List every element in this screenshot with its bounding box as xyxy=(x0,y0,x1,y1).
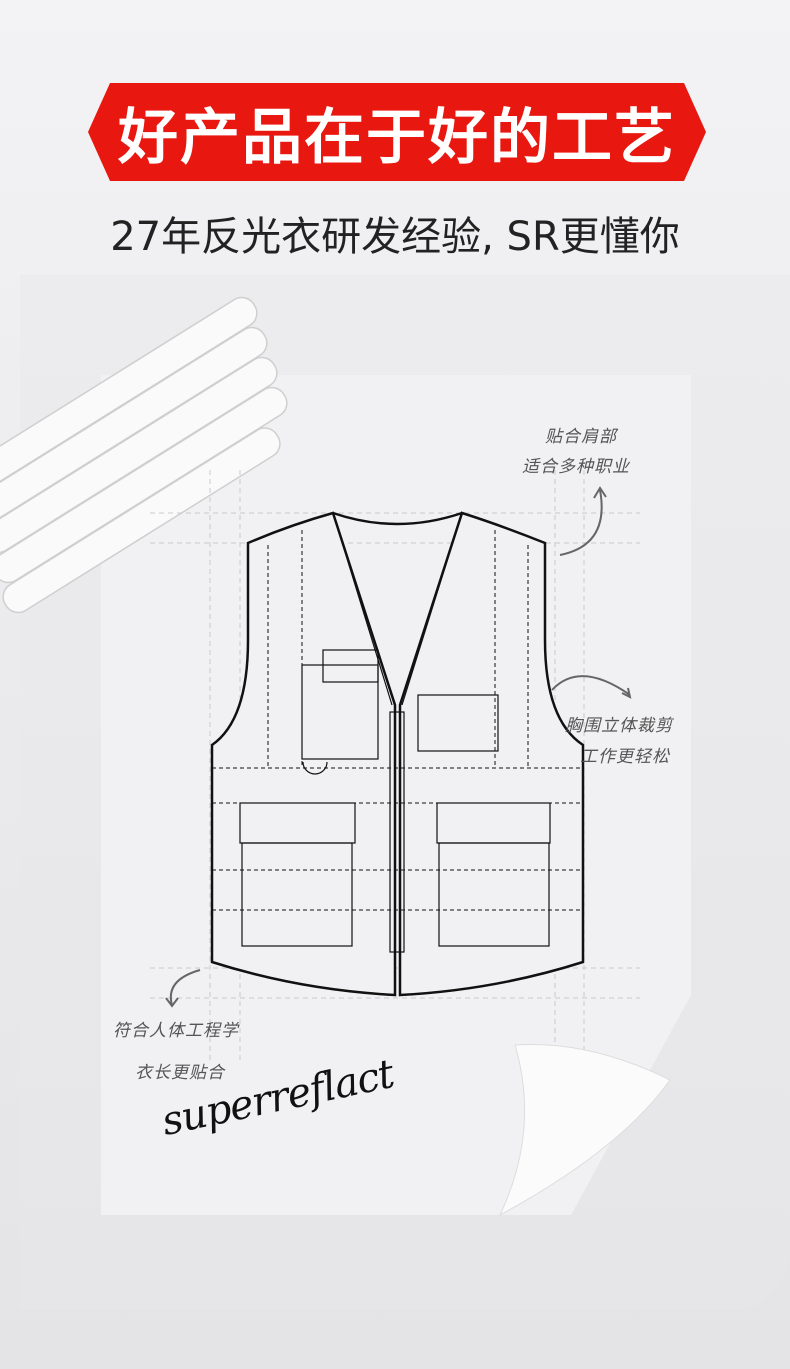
annotation-shoulder-2: 适合多种职业 xyxy=(522,457,630,477)
annotation-ergo-1: 符合人体工程学 xyxy=(113,1021,239,1041)
annotation-chest-1: 胸围立体裁剪 xyxy=(565,716,673,736)
annotation-ergo-2: 衣长更贴合 xyxy=(135,1063,225,1083)
subtitle: 27年反光衣研发经验, SR更懂你 xyxy=(110,214,680,260)
annotation-chest-2: 工作更轻松 xyxy=(580,747,670,767)
rolled-papers-icon xyxy=(0,296,288,614)
headline-banner: 好产品在于好的工艺 xyxy=(88,83,706,181)
page-curl xyxy=(420,1030,710,1230)
headline-text: 好产品在于好的工艺 xyxy=(118,102,676,173)
arrow-icon xyxy=(165,486,632,1008)
annotation-shoulder-1: 贴合肩部 xyxy=(545,427,617,447)
